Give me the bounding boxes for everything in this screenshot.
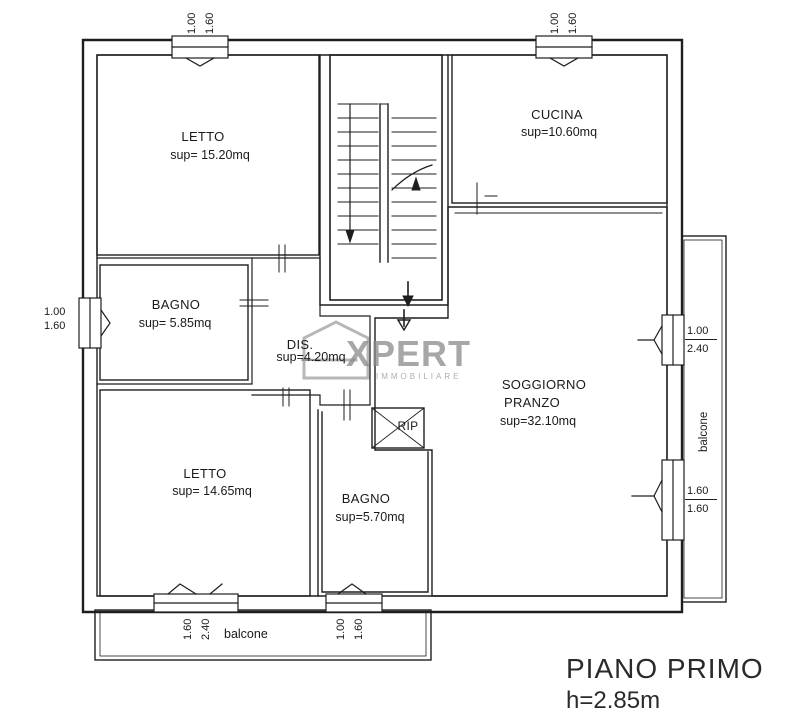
- room-name-bagno-center: BAGNO: [341, 491, 391, 506]
- dim-divider-right-upper: [685, 339, 717, 340]
- room-name-dis: DIS.: [286, 337, 314, 352]
- outer-wall: [81, 38, 684, 614]
- room-area-bagno-left: sup= 5.85mq: [138, 316, 212, 330]
- wall-rip: [371, 407, 425, 449]
- window-right-upper: [637, 314, 685, 366]
- opening-top-left-b: 1.60: [204, 12, 216, 34]
- stairs: [337, 103, 437, 263]
- room-name-letto-top: LETTO: [181, 129, 225, 144]
- room-name-bagno-left: BAGNO: [151, 297, 201, 312]
- opening-top-right-b: 1.60: [567, 12, 579, 34]
- balcony-label-right: balcone: [698, 411, 710, 452]
- window-left: [78, 297, 111, 349]
- room-area-letto-top: sup= 15.20mq: [170, 148, 250, 162]
- opening-bottom-left-a: 1.60: [182, 618, 194, 640]
- wall-stairs: [329, 54, 443, 301]
- ceiling-height: h=2.85m: [566, 687, 661, 714]
- room-name-rip: RIP: [397, 419, 419, 433]
- room-name-cucina: CUCINA: [531, 107, 583, 122]
- window-right-lower: [631, 459, 685, 541]
- balcony-right: [681, 235, 727, 603]
- wall-dis: [251, 257, 371, 406]
- balcony-label-bottom: balcone: [224, 627, 268, 641]
- opening-bottom-center-a: 1.00: [335, 618, 347, 640]
- window-bottom-center: [325, 583, 383, 613]
- window-top-right: [535, 35, 593, 67]
- room-area-dis: sup=4.20mq: [276, 350, 346, 364]
- room-name-soggiorno: SOGGIORNO: [501, 377, 587, 392]
- opening-left-a: 1.00: [44, 306, 66, 318]
- window-top-left: [171, 35, 229, 67]
- opening-right-upper-a: 1.00: [687, 325, 709, 337]
- logo-wordmark: XPERT: [346, 333, 472, 374]
- window-bottom-left: [153, 583, 239, 613]
- opening-left-b: 1.60: [44, 320, 66, 332]
- wall-bagno-center: [317, 409, 429, 597]
- logo-subtitle: IMMOBILIARE: [376, 372, 462, 381]
- room-area-bagno-center: sup=5.70mq: [335, 510, 405, 524]
- room-name-letto-bottom: LETTO: [183, 466, 227, 481]
- room-area-soggiorno: sup=32.10mq: [499, 414, 577, 428]
- dim-divider-right-lower: [685, 499, 717, 500]
- balcony-bottom: [94, 609, 432, 661]
- logo-graphic: [302, 320, 370, 380]
- opening-right-lower-b: 1.60: [687, 503, 709, 515]
- opening-right-upper-b: 2.40: [687, 343, 709, 355]
- opening-top-right-a: 1.00: [549, 12, 561, 34]
- opening-right-lower-a: 1.60: [687, 485, 709, 497]
- plan-title: PIANO PRIMO: [566, 653, 764, 684]
- opening-bottom-left-b: 2.40: [200, 618, 212, 640]
- opening-bottom-center-b: 1.60: [353, 618, 365, 640]
- room-name-pranzo: PRANZO: [504, 395, 560, 410]
- opening-top-left-a: 1.00: [186, 12, 198, 34]
- room-area-letto-bottom: sup= 14.65mq: [172, 484, 252, 498]
- room-area-cucina: sup=10.60mq: [520, 125, 598, 139]
